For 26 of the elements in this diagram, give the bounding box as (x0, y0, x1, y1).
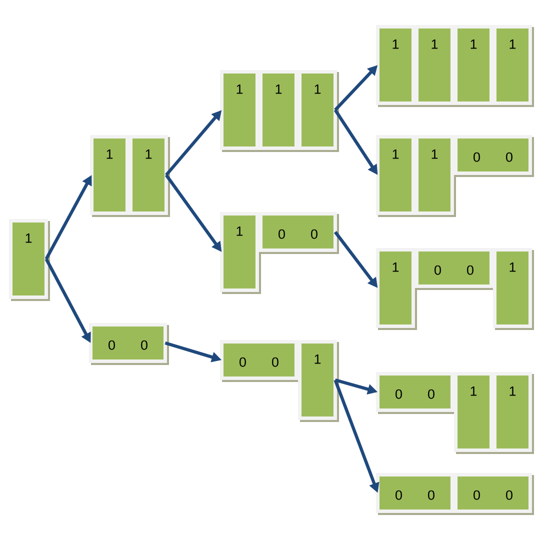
domino-tile: 1 (493, 25, 534, 107)
domino-tile: 1 (493, 372, 534, 454)
domino-tile: 1 (298, 340, 339, 422)
domino-tile: 1 (90, 135, 131, 217)
domino-tile: 1 (415, 25, 456, 107)
domino-tile: 1 (376, 248, 417, 330)
domino-tile: 0 0 (415, 248, 495, 290)
domino-tile: 0 0 (454, 473, 534, 515)
domino-tile: 1 (454, 372, 495, 454)
domino-tile: 1 (129, 135, 170, 217)
domino-tile: 0 0 (376, 473, 456, 515)
domino-tile: 1 (259, 70, 300, 152)
domino-tile: 1 (376, 135, 417, 217)
domino-tile: 1 (9, 219, 50, 301)
domino-tile: 0 0 (454, 135, 534, 177)
domino-tile: 1 (298, 70, 339, 152)
domino-tile: 1 (493, 248, 534, 330)
domino-tile: 0 0 (220, 340, 300, 382)
domino-tile: 1 (454, 25, 495, 107)
domino-tile: 1 (220, 70, 261, 152)
domino-tile: 1 (415, 135, 456, 217)
domino-tile: 0 0 (376, 372, 456, 414)
domino-tile: 1 (376, 25, 417, 107)
domino-tile: 1 (220, 212, 261, 294)
domino-tile: 0 0 (89, 323, 169, 365)
domino-tile: 0 0 (259, 212, 339, 254)
